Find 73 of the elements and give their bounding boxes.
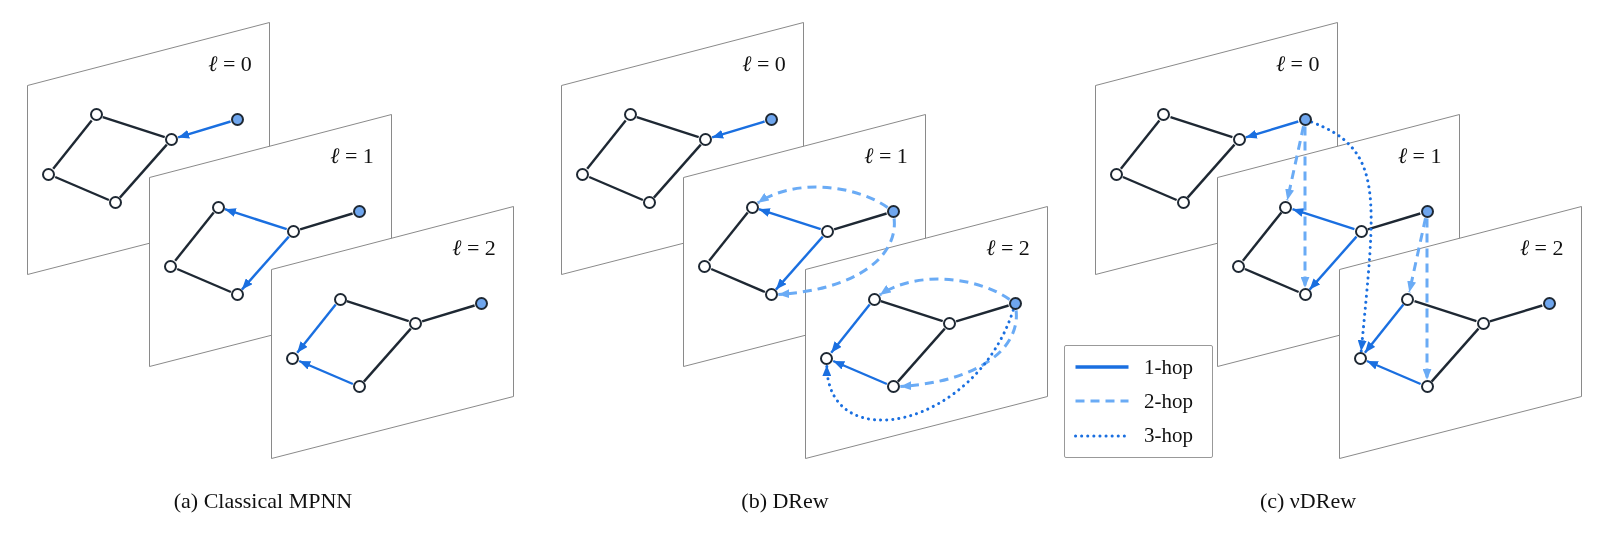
graph-edge (1367, 212, 1421, 231)
graph-edge (119, 143, 168, 199)
layer-label: ℓ = 2 (452, 236, 496, 259)
arrow (296, 303, 337, 354)
graph-edge (363, 327, 412, 383)
arrow (177, 120, 231, 139)
arrow (1310, 120, 1373, 353)
layer-label: ℓ = 1 (330, 144, 374, 167)
layer-label: ℓ = 1 (864, 144, 908, 167)
arrow (757, 185, 889, 209)
arrow (1363, 303, 1405, 354)
graph-edge (421, 304, 475, 323)
graph-edge (1186, 143, 1236, 199)
graph-edge (1244, 267, 1300, 294)
graph-edge (636, 116, 700, 139)
graph-edge (1430, 327, 1480, 383)
graph-edge (833, 212, 887, 231)
graph-edge (176, 267, 232, 294)
graph-edge (586, 119, 627, 170)
graph-edge (1119, 119, 1161, 170)
graph-edge (1489, 304, 1543, 323)
arrow (241, 235, 290, 291)
graph-edge (52, 119, 93, 170)
arrow (832, 359, 888, 386)
graph-edge (1170, 116, 1233, 139)
legend-label: 2-hop (1144, 389, 1193, 414)
graph-edge (346, 300, 410, 323)
layer-plane (804, 205, 1048, 459)
arrow (830, 303, 871, 354)
graph-edge (102, 116, 166, 139)
graph-edge (54, 175, 110, 202)
layer-label: ℓ = 2 (986, 236, 1030, 259)
arrow (224, 208, 288, 231)
subfigure-caption: (c) νDRew (1258, 489, 1358, 514)
graph-edge (710, 267, 766, 294)
arrow (1285, 126, 1305, 201)
legend-label: 3-hop (1144, 424, 1193, 448)
graph-edge (1414, 300, 1477, 323)
graph-edge (1241, 211, 1283, 262)
arrow (1245, 120, 1299, 139)
subfigure-caption: (b) DRew (740, 489, 830, 514)
arrow (879, 277, 1011, 301)
layer-label: ℓ = 2 (1519, 236, 1564, 259)
arrow (1292, 208, 1355, 231)
layer-plane (1338, 205, 1582, 459)
graph-edge (174, 211, 215, 262)
subfigure-caption: (a) Classical MPNN (172, 489, 354, 514)
arrow (1300, 126, 1310, 288)
graph-edge (299, 212, 353, 231)
arrow (778, 218, 896, 298)
arrow (1422, 218, 1432, 380)
graph-edge (653, 143, 702, 199)
graph-edge (880, 300, 944, 323)
arrow (298, 359, 354, 386)
graph-edge (588, 175, 644, 202)
graph-edge (1122, 175, 1178, 202)
arrow (823, 308, 1015, 422)
layer-label: ℓ = 1 (1397, 144, 1442, 167)
layer-plane (270, 205, 514, 459)
graph-edge (897, 327, 946, 383)
arrow (900, 310, 1018, 390)
arrow (1308, 235, 1358, 291)
layer-label: ℓ = 0 (1275, 52, 1320, 75)
layer-label: ℓ = 0 (208, 52, 252, 75)
graph-edge (708, 211, 749, 262)
arrow (1366, 359, 1422, 386)
arrow (758, 208, 822, 231)
graph-edge (955, 304, 1009, 323)
legend-label: 1-hop (1144, 355, 1193, 379)
arrow (775, 235, 824, 291)
arrow (711, 120, 765, 139)
arrow (1407, 218, 1427, 293)
layer-label: ℓ = 0 (742, 52, 786, 75)
